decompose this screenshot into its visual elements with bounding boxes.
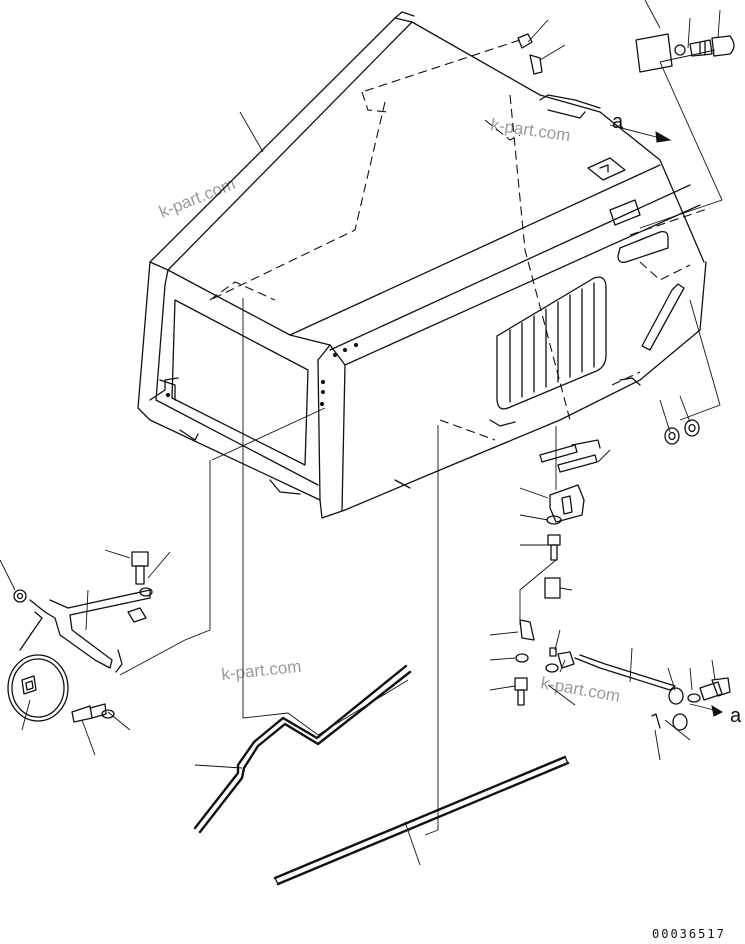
seal-strip-bent: [193, 664, 412, 834]
part-number: 00036517: [652, 927, 726, 941]
cab-enclosure: [137, 11, 707, 519]
elbow-part: [529, 54, 543, 75]
cover-plate: [635, 33, 673, 73]
leader-lines: [0, 0, 723, 866]
mirror-assembly: [7, 551, 153, 723]
section-label-top: a: [612, 111, 624, 133]
rivet: [353, 342, 359, 348]
section-arrow-top: [609, 124, 661, 139]
watermark: k-part.com: [539, 673, 621, 706]
arrow-head: [655, 131, 672, 143]
bolt-shank: [689, 39, 713, 57]
latch-assembly: [514, 439, 731, 731]
rivet: [320, 379, 326, 385]
rivet: [319, 401, 325, 407]
rivet: [165, 392, 171, 398]
side-washers: [664, 419, 700, 445]
watermark: k-part.com: [220, 657, 302, 684]
section-label-bottom: a: [730, 705, 742, 727]
rivet: [320, 389, 326, 395]
rivet: [332, 352, 338, 358]
hidden-lines: [209, 39, 711, 441]
watermark: k-part.com: [489, 115, 571, 145]
rivet: [342, 347, 348, 353]
bolt-head: [711, 35, 735, 57]
clip-part: [517, 33, 533, 49]
top-hardware: [517, 33, 735, 75]
washer: [674, 44, 686, 56]
seal-strip-long: [273, 755, 570, 886]
vent-louver: [496, 276, 607, 410]
